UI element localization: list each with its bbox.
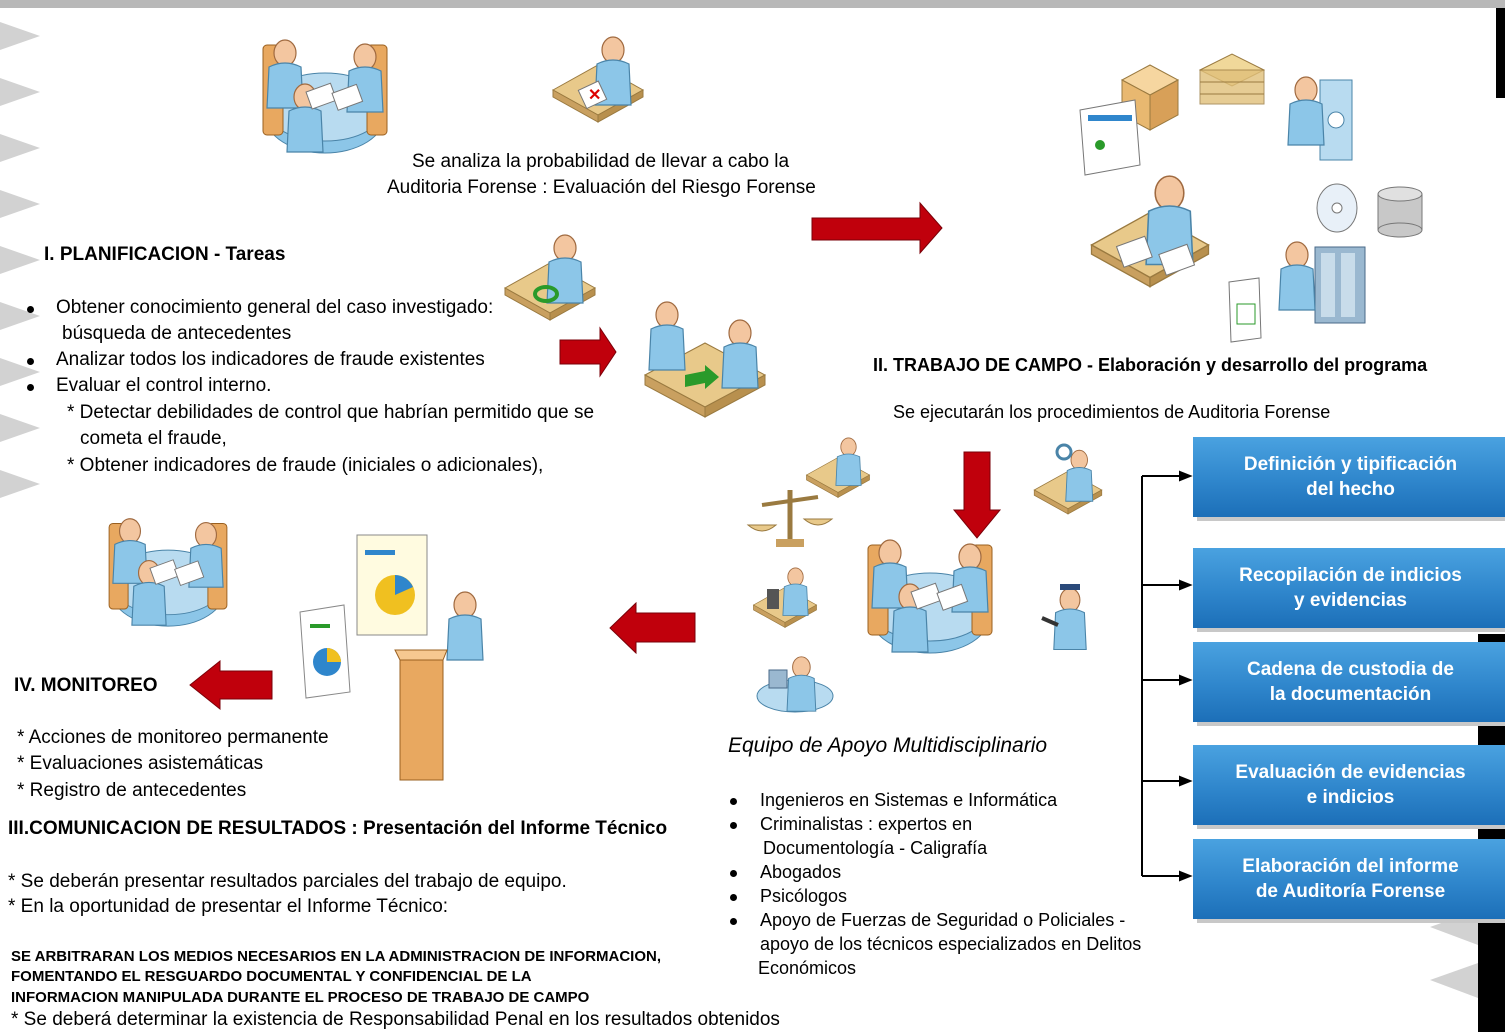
communication-title: III.COMUNICACION DE RESULTADOS : Present… (8, 818, 668, 839)
scale-icon (746, 490, 834, 547)
team-member-5-cont2: Económicos (758, 958, 857, 978)
chevron-icon (0, 22, 40, 50)
chevron-icon (0, 414, 40, 442)
microscope-worker-icon (754, 568, 817, 628)
arrow-right-icon (811, 201, 943, 255)
team-member-1: Ingenieros en Sistemas e Informática (760, 790, 1058, 810)
chevron-icon (0, 134, 40, 162)
chart-document-icon (299, 604, 351, 699)
step-label: Cadena de custodia de la documentación (1247, 659, 1454, 705)
arrow-right-icon (559, 326, 617, 378)
step-box-collection: Recopilación de indicios y evidencias (1193, 548, 1505, 628)
meeting-table-icon (109, 519, 227, 626)
team-member-5-cont: apoyo de los técnicos especializados en … (760, 934, 1142, 954)
monitoring-item-1: * Acciones de monitoreo permanente (17, 727, 329, 748)
team-member-5: Apoyo de Fuerzas de Seguridad o Policial… (760, 910, 1126, 930)
planning-bullet-1: Obtener conocimiento general del caso in… (56, 297, 494, 318)
chevron-icon (0, 190, 40, 218)
chevron-icon (0, 246, 40, 274)
step-label: Evaluación de evidencias e indicios (1235, 762, 1466, 808)
planning-intro-line2: Auditoria Forense : Evaluación del Riesg… (387, 177, 816, 198)
computer-worker-icon (756, 656, 834, 713)
chevron-left-icon (1430, 963, 1478, 998)
team-member-2: Criminalistas : expertos en (760, 814, 973, 834)
planning-sub1-line1: * Detectar debilidades de control que ha… (67, 402, 595, 423)
arrow-left-icon (189, 659, 273, 711)
bullet-icon (730, 918, 737, 925)
document-icon (1079, 99, 1141, 176)
step-box-report: Elaboración del informe de Auditoría For… (1193, 839, 1505, 919)
server-icon (1278, 241, 1366, 324)
communication-line1: * Se deberán presentar resultados parcia… (8, 871, 567, 892)
team-title: Equipo de Apoyo Multidisciplinario (728, 734, 1048, 757)
safe-icon (1287, 76, 1353, 161)
presenter-icon (356, 534, 484, 781)
arrow-down-icon (952, 451, 1002, 539)
meeting-table-icon (868, 540, 992, 653)
team-member-3: Abogados (760, 862, 842, 882)
stack-icon (1198, 53, 1266, 105)
left-chevrons (0, 22, 40, 498)
monitoring-title: IV. MONITOREO (14, 675, 158, 696)
step-label: Definición y tipificación del hecho (1243, 454, 1458, 500)
team-member-2-cont: Documentología - Caligrafía (763, 838, 988, 858)
step-label: Elaboración del informe de Auditoría For… (1242, 856, 1459, 902)
monitoring-item-3: * Registro de antecedentes (17, 780, 247, 801)
planning-bullet-1-cont: búsqueda de antecedentes (62, 323, 292, 344)
communication-last: * Se deberá determinar la existencia de … (11, 1009, 780, 1030)
chevron-icon (0, 302, 40, 330)
bracket-connector (1141, 470, 1193, 882)
svg-text:✕: ✕ (588, 87, 601, 104)
planning-title: I. PLANIFICACION - Tareas (44, 244, 286, 265)
bullet-icon (730, 822, 737, 829)
desk-worker-icon (505, 235, 595, 320)
team-member-4: Psicólogos (760, 886, 848, 906)
communication-caps2: FOMENTANDO EL RESGUARDO DOCUMENTAL Y CON… (11, 968, 532, 985)
step-box-custody: Cadena de custodia de la documentación (1193, 642, 1505, 722)
desk-worker-icon: ✕ (553, 37, 643, 122)
handover-desk-icon (643, 301, 767, 418)
desk-worker-icon (807, 438, 870, 498)
communication-line2: * En la oportunidad de presentar el Info… (8, 896, 449, 917)
planning-sub1-line2: cometa el fraude, (80, 428, 227, 449)
chevron-icon (0, 470, 40, 498)
desk-worker-icon (1092, 176, 1209, 287)
bullet-icon (27, 358, 34, 365)
monitoring-item-2: * Evaluaciones asistemáticas (17, 753, 264, 774)
police-officer-icon (1041, 584, 1087, 651)
communication-caps3: INFORMACION MANIPULADA DURANTE EL PROCES… (11, 989, 590, 1006)
spreadsheet-icon (1228, 277, 1262, 343)
planning-sub2: * Obtener indicadores de fraude (inicial… (67, 455, 544, 476)
top-right-bar (1496, 8, 1505, 98)
step-box-definition: Definición y tipificación del hecho (1193, 437, 1505, 517)
bullet-icon (27, 384, 34, 391)
disc-icon (1316, 183, 1358, 233)
top-border (0, 0, 1505, 8)
bullet-icon (730, 798, 737, 805)
database-icon (1377, 186, 1423, 238)
step-label: Recopilación de indicios y evidencias (1239, 565, 1462, 611)
bullet-icon (730, 894, 737, 901)
fieldwork-subtitle: Se ejecutarán los procedimientos de Audi… (893, 402, 1331, 422)
meeting-table-icon (263, 40, 387, 153)
chevron-icon (0, 358, 40, 386)
arrow-left-icon (609, 601, 696, 655)
planning-bullet-2: Analizar todos los indicadores de fraude… (56, 349, 485, 370)
lab-worker-icon (1034, 443, 1102, 514)
step-box-evaluation: Evaluación de evidencias e indicios (1193, 745, 1505, 825)
bullet-icon (730, 870, 737, 877)
fieldwork-title: II. TRABAJO DE CAMPO - Elaboración y des… (873, 355, 1428, 375)
planning-bullet-3: Evaluar el control interno. (56, 375, 272, 396)
bullet-icon (27, 306, 34, 313)
chevron-icon (0, 78, 40, 106)
communication-caps1: SE ARBITRARAN LOS MEDIOS NECESARIOS EN L… (11, 948, 662, 965)
planning-intro-line1: Se analiza la probabilidad de llevar a c… (412, 151, 790, 172)
